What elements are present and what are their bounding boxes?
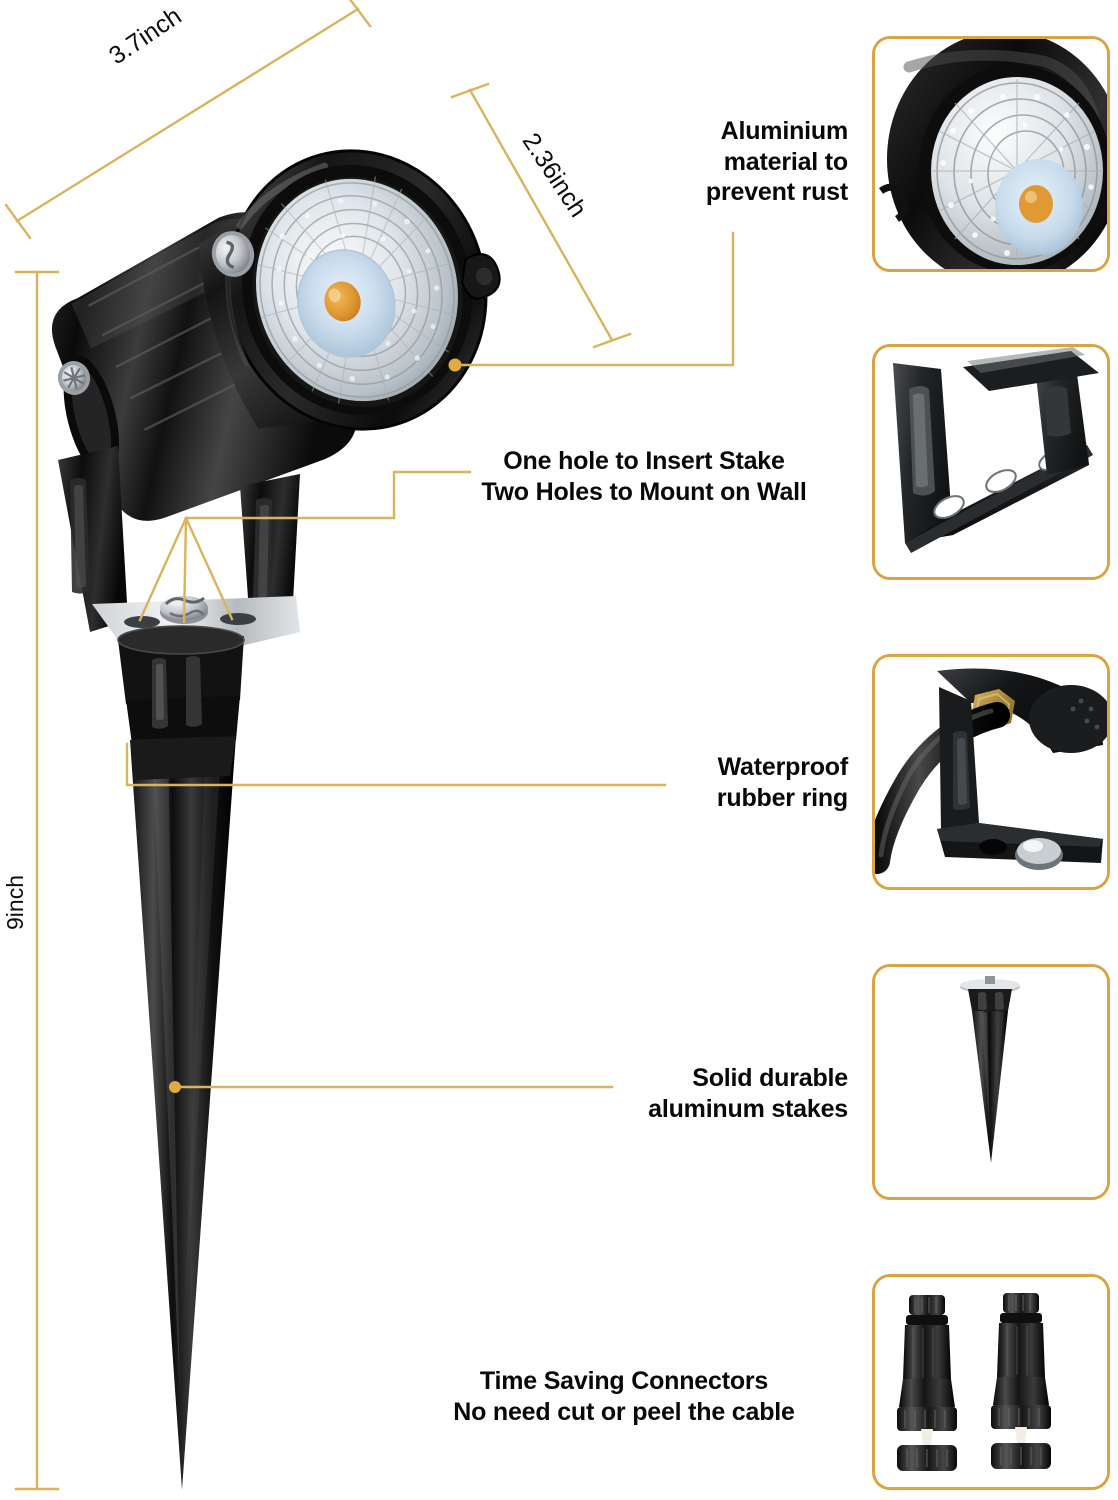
cable-connectors-pair-image [875,1277,1107,1487]
waterproof-cable-gland-image [875,657,1107,887]
leader-line-aluminium [448,231,735,372]
aluminum-stake-image [875,967,1107,1197]
thumbnail-mount-bracket [872,344,1110,580]
callout-aluminium-material: Aluminium material to prevent rust [705,117,848,206]
leader-line-stakes [169,1081,614,1093]
callout-waterproof-ring: Waterproof rubber ring [716,753,848,812]
led-lens-closeup-image [875,39,1107,269]
callout-aluminum-stakes: Solid durable aluminum stakes [648,1064,848,1123]
callout-time-saving-connectors: Time Saving Connectors No need cut or pe… [453,1367,795,1426]
leader-line-waterproof [125,742,667,787]
thumbnail-cable-connectors [872,1274,1110,1490]
mount-bracket-holes-image [875,347,1107,577]
thumbnail-led-lens [872,36,1110,272]
dimension-line-diameter [450,82,632,349]
callout-mount-holes: One hole to Insert Stake Two Holes to Mo… [481,447,807,506]
dimension-label-height: 9inch [2,875,28,930]
leader-line-mount-holes [138,470,472,624]
thumbnail-cable-gland [872,654,1110,890]
thumbnail-aluminum-stake [872,964,1110,1200]
dimension-line-height [14,270,60,1491]
dimension-line-length [4,0,372,240]
